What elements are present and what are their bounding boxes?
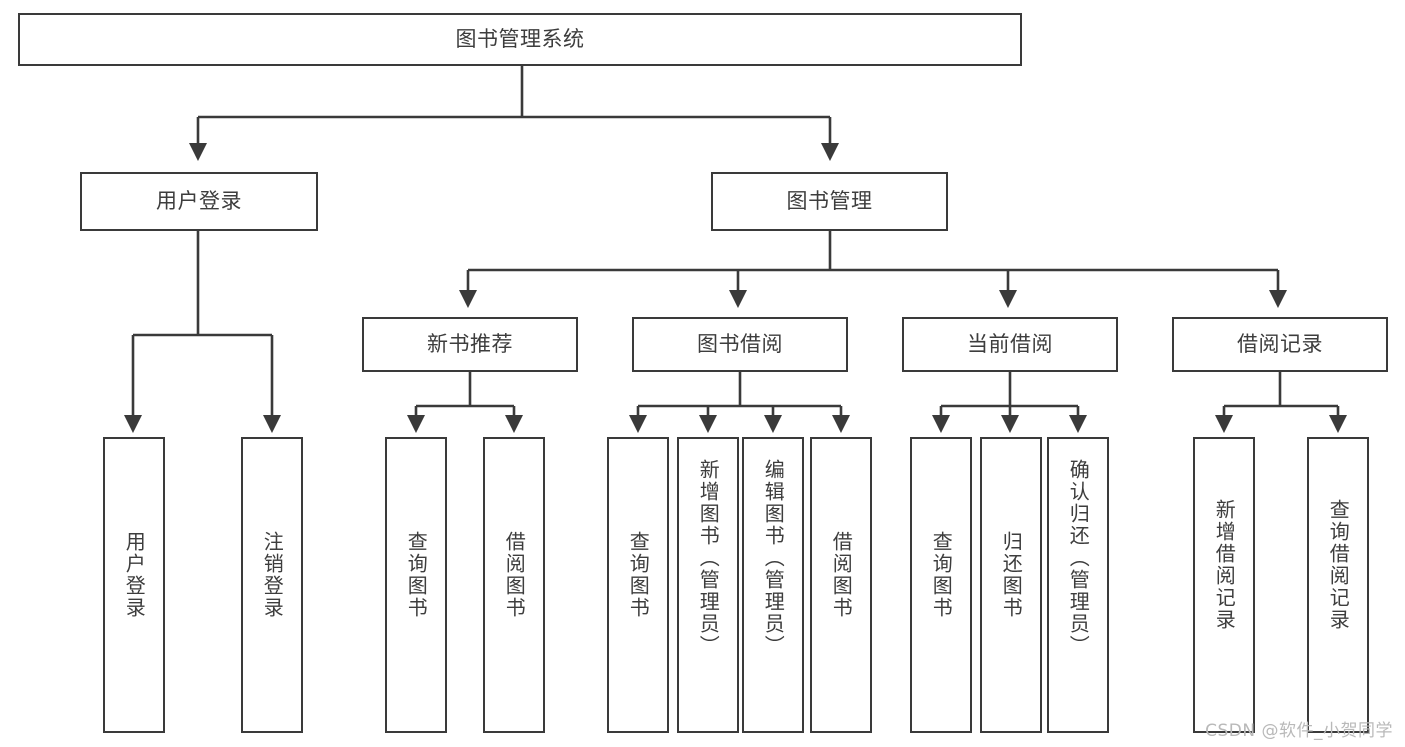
node-label: 用户登录 [156,189,242,214]
node-label: 新增借阅记录 [1212,499,1237,631]
leaf-current-return-book[interactable]: 归还图书 [980,437,1042,733]
node-label: 用户登录 [122,531,147,619]
leaf-current-confirm-return[interactable]: 确认归还（管理员） [1047,437,1109,733]
leaf-borrow-borrow-book[interactable]: 借阅图书 [810,437,872,733]
node-label: 借阅记录 [1237,332,1323,357]
node-label: 编辑图书（管理员） [761,459,786,657]
node-label: 图书管理 [786,189,873,214]
node-book-management[interactable]: 图书管理 [711,172,948,231]
node-new-book-recommend[interactable]: 新书推荐 [362,317,578,372]
node-label: 新书推荐 [427,332,513,357]
node-current-borrow[interactable]: 当前借阅 [902,317,1118,372]
leaf-current-query-book[interactable]: 查询图书 [910,437,972,733]
node-label: 查询借阅记录 [1326,499,1351,631]
leaf-borrow-add-book[interactable]: 新增图书（管理员） [677,437,739,733]
node-label: 当前借阅 [967,332,1053,357]
leaf-record-query-record[interactable]: 查询借阅记录 [1307,437,1369,733]
node-book-borrow[interactable]: 图书借阅 [632,317,848,372]
leaf-user-login-logout[interactable]: 注销登录 [241,437,303,733]
node-label: 查询图书 [404,531,429,619]
node-label: 借阅图书 [829,531,854,619]
node-label: 归还图书 [999,531,1024,619]
leaf-user-login-login[interactable]: 用户登录 [103,437,165,733]
node-label: 查询图书 [929,531,954,619]
leaf-borrow-query-book[interactable]: 查询图书 [607,437,669,733]
leaf-record-add-record[interactable]: 新增借阅记录 [1193,437,1255,733]
node-label: 查询图书 [626,531,651,619]
node-user-login[interactable]: 用户登录 [80,172,318,231]
node-label: 借阅图书 [502,531,527,619]
leaf-borrow-edit-book[interactable]: 编辑图书（管理员） [742,437,804,733]
node-borrow-record[interactable]: 借阅记录 [1172,317,1388,372]
node-label: 图书管理系统 [455,27,585,52]
node-label: 确认归还（管理员） [1066,459,1091,657]
csdn-watermark: CSDN @软件_小贺同学 [1205,721,1393,741]
node-root-system[interactable]: 图书管理系统 [18,13,1022,66]
node-label: 注销登录 [260,531,285,619]
node-label: 新增图书（管理员） [696,459,721,657]
leaf-recommend-query-book[interactable]: 查询图书 [385,437,447,733]
leaf-recommend-borrow-book[interactable]: 借阅图书 [483,437,545,733]
node-label: 图书借阅 [697,332,783,357]
